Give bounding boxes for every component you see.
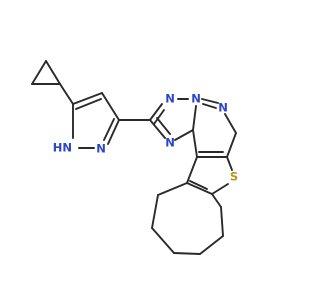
bond xyxy=(151,227,175,254)
bond xyxy=(226,132,237,158)
bond xyxy=(75,98,102,110)
atom-labels: HN N N N N N S xyxy=(53,92,238,184)
atom-label-n-bridge: N xyxy=(191,92,201,106)
bond xyxy=(192,105,197,131)
bond xyxy=(149,119,166,139)
bond xyxy=(173,252,201,255)
atom-label-n-pyrazole: N xyxy=(96,142,106,156)
bond xyxy=(192,129,198,158)
atom-label-n-triazole-top: N xyxy=(165,92,175,106)
bond xyxy=(186,182,213,195)
atom-label-n-triazole-left: N xyxy=(165,136,175,150)
bond xyxy=(107,119,120,145)
bond xyxy=(157,182,188,196)
atom-label-s-thiophene: S xyxy=(230,170,238,184)
bond xyxy=(201,98,219,104)
bond xyxy=(156,117,171,135)
bond xyxy=(153,109,165,125)
bond xyxy=(186,156,198,184)
bond xyxy=(151,194,159,229)
bond xyxy=(174,129,194,141)
bond xyxy=(220,206,224,237)
molecule-structure: HN N N N N N S xyxy=(31,60,238,255)
bond xyxy=(189,180,208,190)
bond xyxy=(224,113,237,134)
bond xyxy=(101,92,120,121)
bond xyxy=(199,235,224,255)
bond xyxy=(211,183,229,195)
bond xyxy=(31,60,47,85)
bond-lines xyxy=(31,60,237,255)
bond xyxy=(226,156,233,171)
bond xyxy=(103,118,115,141)
bond xyxy=(59,83,74,105)
atom-label-n-pyrimidine: N xyxy=(218,101,228,115)
bond xyxy=(72,92,103,105)
bond xyxy=(202,103,217,109)
bond xyxy=(149,103,163,121)
bond xyxy=(45,60,61,85)
bond xyxy=(211,193,222,208)
atom-label-nh: HN xyxy=(53,141,72,155)
